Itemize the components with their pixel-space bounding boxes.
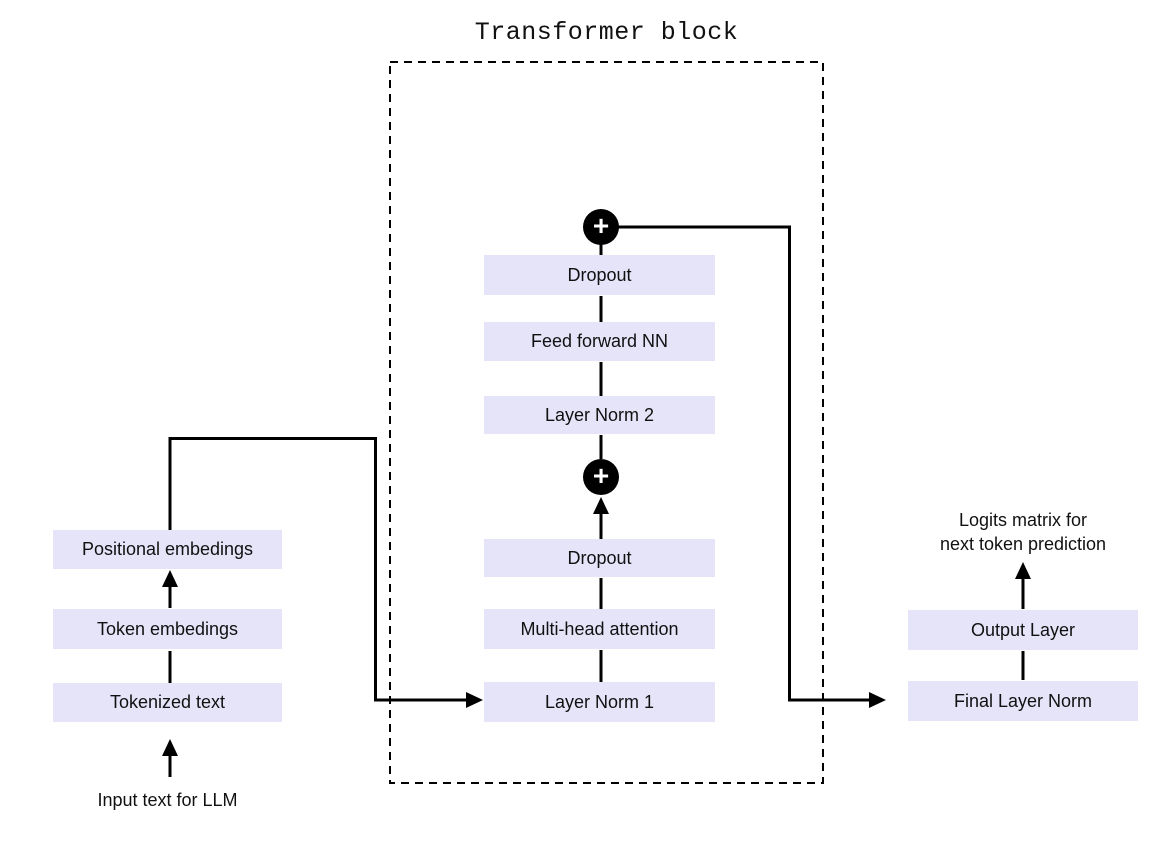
node-dropout-2: Dropout xyxy=(484,255,715,295)
add-icon: + xyxy=(583,459,619,495)
block-spine-lines xyxy=(593,240,609,682)
input-flow-arrows xyxy=(162,570,178,777)
node-token-embedings: Token embedings xyxy=(53,609,282,649)
transformer-block-title: Transformer block xyxy=(474,18,739,47)
node-final-layer-norm: Final Layer Norm xyxy=(908,681,1138,721)
node-multi-head-attention: Multi-head attention xyxy=(484,609,715,649)
node-output-layer: Output Layer xyxy=(908,610,1138,650)
embedding-to-block-path xyxy=(168,437,483,708)
input-caption: Input text for LLM xyxy=(97,790,238,810)
transformer-block-border xyxy=(389,61,824,784)
logits-caption: Logits matrix for next token prediction xyxy=(939,510,1107,554)
node-layer-norm-1: Layer Norm 1 xyxy=(484,682,715,722)
node-layer-norm-2: Layer Norm 2 xyxy=(484,396,715,434)
residual-skip-path xyxy=(610,225,886,708)
node-dropout-1: Dropout xyxy=(484,539,715,577)
node-feed-forward-nn: Feed forward NN xyxy=(484,322,715,361)
node-positional-embedings: Positional embedings xyxy=(53,530,282,569)
node-tokenized-text: Tokenized text xyxy=(53,683,282,722)
add-icon: + xyxy=(583,209,619,245)
output-flow-lines xyxy=(1015,562,1031,680)
